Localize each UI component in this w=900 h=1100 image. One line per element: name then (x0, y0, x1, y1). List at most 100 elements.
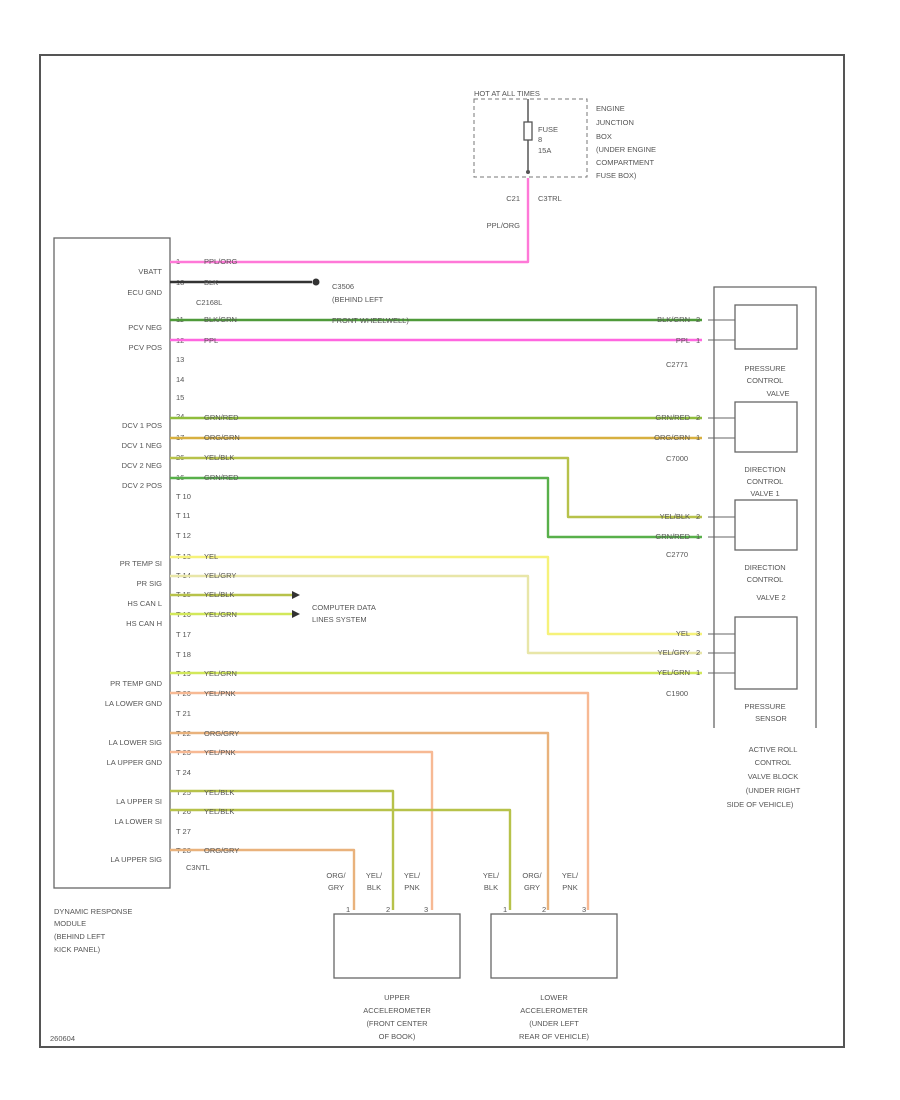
diagram-frame (39, 54, 845, 1048)
rpin-1a: 1 (696, 336, 700, 345)
pin-num-24: 24 (176, 412, 184, 421)
wire-la-lower-gnd (170, 691, 590, 910)
rpin-1d: 1 (696, 668, 700, 677)
la-lead-1a: YEL/ (483, 871, 500, 880)
rlbl-yel: YEL (676, 629, 690, 638)
ua-pin-1: 1 (346, 905, 350, 914)
pin-func-la-upper-sig: LA UPPER SIG (110, 855, 162, 864)
wire-la-upper-gnd (170, 750, 434, 910)
jb-location-1: ENGINE (596, 104, 625, 113)
pin-num-14: 14 (176, 375, 184, 384)
pin-num-15: 15 (176, 393, 184, 402)
module-label: DYNAMIC RESPONSE MODULE (BEHIND LEFT KIC… (54, 907, 132, 954)
rlbl-org-grn: ORG/GRN (654, 433, 690, 442)
pin-func-pr-temp-si: PR TEMP SI (120, 559, 162, 568)
ua-lead-2a: YEL/ (366, 871, 383, 880)
right-wire-labels: BLK/GRN 2 PPL 1 GRN/RED 2 ORG/GRN 1 YEL/… (654, 315, 700, 677)
wire-pr-sig (170, 574, 702, 655)
fuse-label-3: 15A (538, 146, 551, 155)
module-pin-functions: VBATT ECU GND PCV NEG PCV POS DCV 1 POS … (105, 267, 163, 864)
data-link-label-1: COMPUTER DATA (312, 603, 376, 612)
ua-name-1: UPPER (384, 993, 410, 1002)
la-lead-2b: GRY (524, 883, 540, 892)
pin-num-13: 13 (176, 355, 184, 364)
module-label-1: DYNAMIC RESPONSE (54, 907, 132, 916)
la-pin-2: 2 (542, 905, 546, 914)
pin-num-t17: T 17 (176, 630, 191, 639)
la-pin-1: 1 (503, 905, 507, 914)
pin-func-dcv2-pos: DCV 2 POS (122, 481, 162, 490)
wire-la-lower-si (170, 808, 512, 910)
rpin-2a: 2 (696, 315, 700, 324)
pin-num-t26: T 26 (176, 807, 191, 816)
engine-junction-box: HOT AT ALL TIMES FUSE 8 15A ENGINE JUNCT… (473, 89, 656, 230)
ua-pin-3: 3 (424, 905, 428, 914)
ps-name-2: SENSOR (755, 714, 787, 723)
rpin-1c: 1 (696, 532, 700, 541)
ua-lead-1a: ORG/ (326, 871, 346, 880)
pin-num-t21: T 21 (176, 709, 191, 718)
lbl-ppl-org: PPL/ORG (204, 257, 238, 266)
lbl-yel: YEL (204, 552, 218, 561)
la-name-1: LOWER (540, 993, 568, 1002)
la-lead-3a: YEL/ (562, 871, 579, 880)
pin-func-la-lower-sig: LA LOWER SIG (109, 738, 163, 747)
lbl-yel-blk-4: YEL/BLK (204, 807, 234, 816)
lbl-yel-blk-3: YEL/BLK (204, 788, 234, 797)
pressure-sensor-box (734, 616, 798, 690)
data-link-arrow-icon-1 (292, 591, 300, 599)
valve-block-label-3: VALVE BLOCK (748, 772, 799, 781)
direction-control-valve-1-box (734, 401, 798, 453)
ua-lead-3a: YEL/ (404, 871, 421, 880)
la-lead-3b: PNK (562, 883, 577, 892)
lbl-blk: BLK (204, 278, 218, 287)
fuse-wire-color: PPL/ORG (487, 221, 521, 230)
lbl-yel-grn-2: YEL/GRN (204, 669, 237, 678)
rpin-2d: 2 (696, 648, 700, 657)
jb-location-3: BOX (596, 132, 612, 141)
rlbl-blk-grn: BLK/GRN (657, 315, 690, 324)
ua-lead-1b: GRY (328, 883, 344, 892)
data-link-arrow-icon-2 (292, 610, 300, 618)
rlbl-ppl: PPL (676, 336, 690, 345)
lower-accelerometer: YEL/ BLK ORG/ GRY YEL/ PNK 1 2 3 LOWER A… (483, 871, 618, 1041)
rlbl-yel-gry: YEL/GRY (658, 648, 690, 657)
wire-vbatt (170, 178, 530, 264)
wire-dcv2-pos (170, 476, 702, 539)
valve-block-label-4: (UNDER RIGHT (746, 786, 801, 795)
ground-label-1: (BEHIND LEFT (332, 295, 384, 304)
lower-accelerometer-box (490, 913, 618, 979)
la-name-4: REAR OF VEHICLE) (519, 1032, 590, 1041)
pin-num-t11: T 11 (176, 511, 190, 520)
lbl-yel-blk-1: YEL/BLK (204, 453, 234, 462)
rlbl-yel-blk: YEL/BLK (660, 512, 690, 521)
pin-func-ecu-gnd: ECU GND (127, 288, 162, 297)
ground-label-2: FRONT WHEELWELL) (332, 316, 409, 325)
pin-func-la-lower-si: LA LOWER SI (114, 817, 162, 826)
ua-lead-3b: PNK (404, 883, 419, 892)
rpin-2b: 2 (696, 413, 700, 422)
fuse-label-2: 8 (538, 135, 542, 144)
la-lead-2a: ORG/ (522, 871, 542, 880)
fuse-pin-icon (526, 170, 530, 174)
footer-code: 260604 (50, 1034, 75, 1043)
fuse-connector: C3TRL (538, 194, 562, 203)
rlbl-grn-red-1: GRN/RED (655, 413, 690, 422)
lbl-yel-pnk-2: YEL/PNK (204, 748, 236, 757)
ground-point-icon (312, 278, 320, 286)
lbl-ppl: PPL (204, 336, 218, 345)
valve-block-outline (713, 286, 817, 728)
pin-func-pcv-neg: PCV NEG (128, 323, 162, 332)
lbl-org-gry-2: ORG/GRY (204, 846, 239, 855)
wire-dcv2-neg (170, 456, 702, 519)
ps-name-1: PRESSURE (744, 702, 785, 711)
module-label-2: MODULE (54, 919, 86, 928)
pin-num-t10: T 10 (176, 492, 191, 501)
pin-func-la-upper-gnd: LA UPPER GND (107, 758, 163, 767)
valve-block-label-1: ACTIVE ROLL (749, 745, 798, 754)
jb-location-6: FUSE BOX) (596, 171, 637, 180)
pin-func-dcv2-neg: DCV 2 NEG (122, 461, 163, 470)
dcv2-name-1: DIRECTION (744, 563, 785, 572)
pin-func-pr-sig: PR SIG (137, 579, 163, 588)
ua-lead-2b: BLK (367, 883, 381, 892)
